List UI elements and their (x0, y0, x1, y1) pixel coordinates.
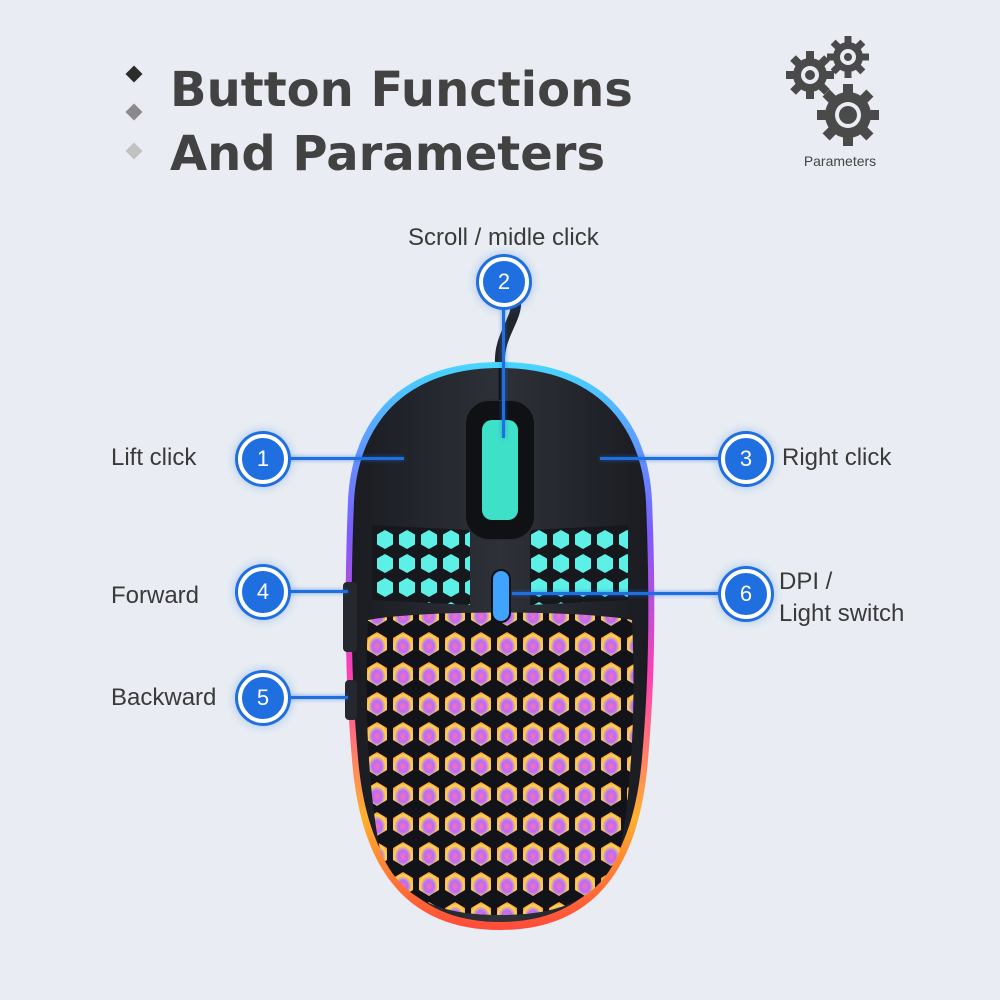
callout-line-1 (286, 457, 404, 460)
gears-icon (786, 36, 879, 146)
callout-label-6-line2: Light switch (779, 600, 905, 627)
callout-label-2: Scroll / midle click (408, 224, 599, 251)
gaming-mouse-image (343, 300, 655, 930)
parameters-label: Parameters (803, 153, 877, 169)
callout-label-5: Backward (111, 684, 217, 711)
callout-label-3: Right click (782, 444, 892, 471)
callout-badge-5: 5 (238, 673, 288, 723)
callout-badge-6: 6 (721, 569, 771, 619)
callout-badge-2: 2 (479, 257, 529, 307)
callout-badge-4: 4 (238, 567, 288, 617)
callout-label-6-line1: DPI / (779, 568, 833, 595)
callout-line-4 (286, 590, 348, 593)
title-line-2: And Parameters (170, 126, 606, 182)
callout-badge-1: 1 (238, 434, 288, 484)
callout-badge-3: 3 (721, 434, 771, 484)
callout-label-4: Forward (111, 582, 200, 609)
callout-line-5 (286, 696, 348, 699)
callout-line-2 (502, 304, 505, 438)
parameters-badge: Parameters (780, 35, 890, 175)
callout-line-6 (512, 592, 722, 595)
callout-line-3 (600, 457, 722, 460)
title-line-1: Button Functions (170, 62, 633, 118)
title-block: Button Functions And Parameters (120, 58, 633, 186)
callout-label-1: Lift click (111, 444, 197, 471)
